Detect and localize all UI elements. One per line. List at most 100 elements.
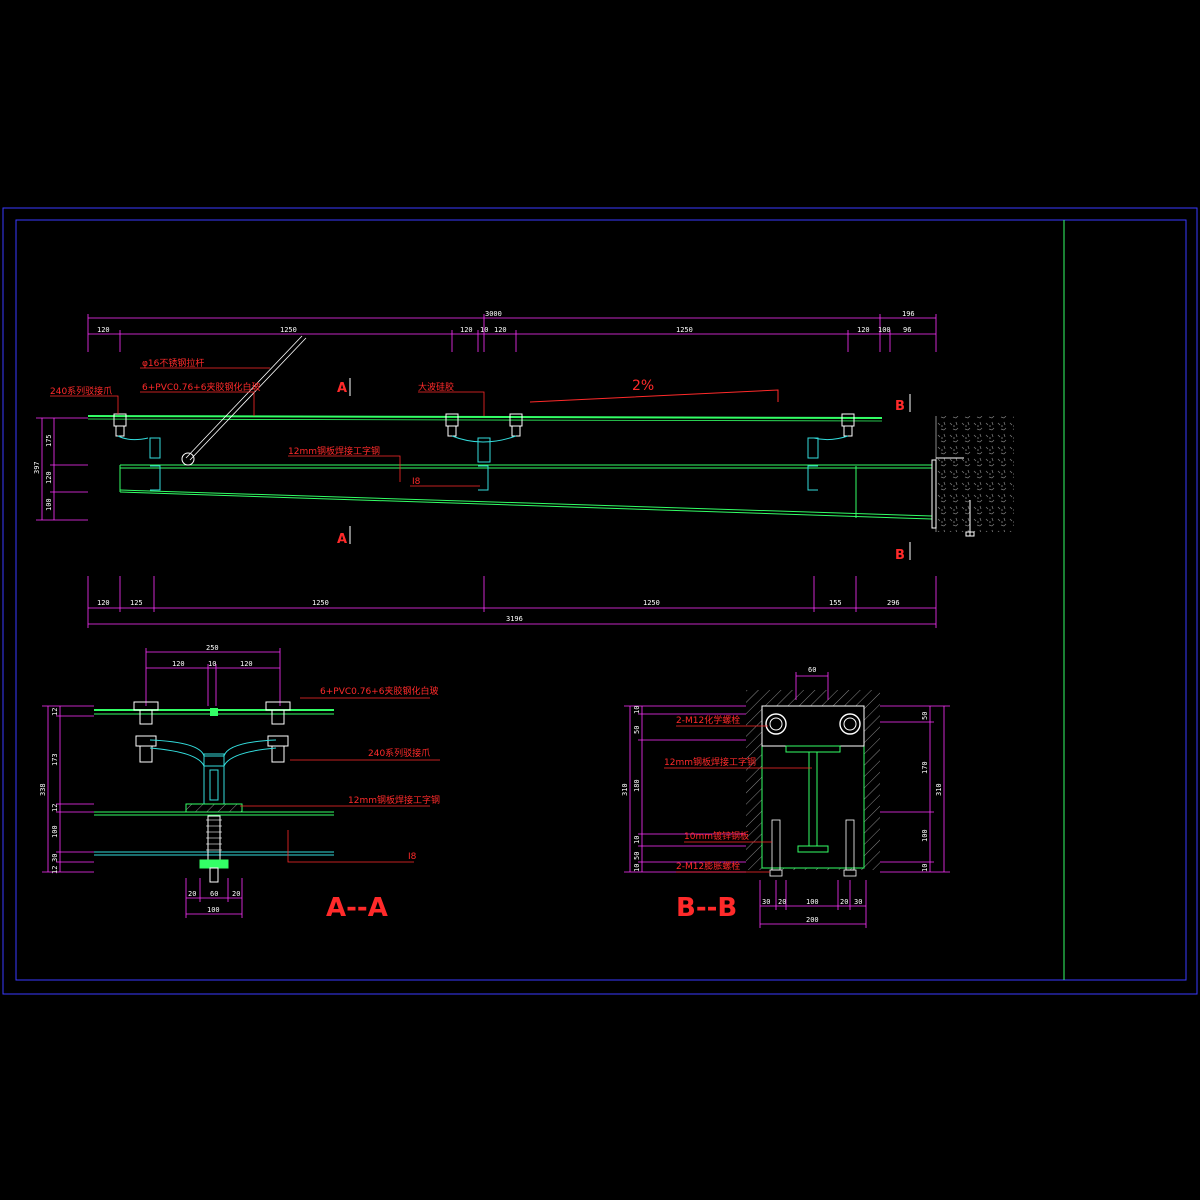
dim-left-total: 397 (33, 461, 41, 474)
bb-label-chem-bolt: 2-M12化学螺栓 (676, 714, 740, 726)
aa-dim-left: 12 (51, 866, 59, 874)
dim-bottom: 1250 (643, 599, 660, 607)
dim-seg: 1250 (280, 326, 297, 334)
label-beam-tag: I8 (412, 477, 421, 487)
bb-dim-right: 170 (921, 761, 929, 774)
section-marker-b: B (895, 548, 905, 563)
bb-left-dims (624, 705, 746, 873)
bb-dim-left: 50 (633, 852, 641, 860)
bb-dim-right-total: 310 (935, 783, 943, 796)
dim-bottom-overall: 3196 (506, 615, 523, 623)
left-dimension-chain (36, 417, 88, 521)
inner-frame (15, 219, 1187, 981)
bb-right-dims (880, 705, 950, 873)
dim-bottom: 1250 (312, 599, 329, 607)
aa-dim-bottom-overall: 100 (207, 906, 220, 914)
dim-seg: 120 (857, 326, 870, 334)
aa-label-beam-tag: I8 (408, 852, 417, 862)
bb-leaders (664, 725, 812, 873)
bb-dim-bottom: 20 (778, 898, 786, 906)
label-beam: 12mm钢板焊接工字钢 (288, 445, 380, 457)
aa-dim-left-total: 338 (39, 783, 47, 796)
aa-leaders (240, 697, 440, 863)
bb-title: B--B (676, 893, 737, 923)
dim-seg: 120 (97, 326, 110, 334)
dim-seg: 1250 (676, 326, 693, 334)
bb-dim-left: 10 (633, 864, 641, 872)
glass-panel (87, 415, 883, 419)
aa-plate (185, 803, 243, 813)
aa-spider (133, 701, 291, 805)
bb-top-dim (795, 672, 829, 700)
aa-dim-left: 12 (51, 804, 59, 812)
bb-label-beam: 12mm钢板焊接工字钢 (664, 756, 756, 768)
aa-dim-left: 30 (51, 854, 59, 862)
bb-label-exp-bolt: 2-M12膨胀螺栓 (676, 860, 740, 872)
section-bb-view: 60 310 10 50 180 10 50 10 (621, 666, 950, 928)
dim-seg: 120 (460, 326, 473, 334)
concrete-wall (936, 416, 1014, 532)
bb-chem-bolt (839, 713, 861, 735)
aa-top-dims (145, 648, 281, 706)
dim-seg: 120 (494, 326, 507, 334)
bb-dim-left-total: 310 (621, 783, 629, 796)
spider-fitting (807, 413, 855, 491)
dim-seg: 10 (480, 326, 488, 334)
i-beam (119, 464, 933, 520)
section-marker-a: A (337, 532, 347, 547)
bb-dim-right: 50 (921, 712, 929, 720)
aa-dim: 120 (172, 660, 185, 668)
bb-dim-right: 100 (921, 829, 929, 842)
bb-chem-bolt (765, 713, 787, 735)
dim-overall: 3000 (485, 310, 502, 318)
aa-thread (206, 819, 222, 851)
aa-dim: 120 (240, 660, 253, 668)
bb-dim-left: 10 (633, 706, 641, 714)
aa-bottom-dims (185, 878, 243, 918)
bb-dim-bottom-overall: 200 (806, 916, 819, 924)
aa-label-glass: 6+PVC0.76+6夹胶钢化白玻 (320, 685, 438, 697)
label-rod: φ16不锈钢拉杆 (142, 357, 204, 369)
bb-dim-left: 10 (633, 836, 641, 844)
spider-fitting (445, 413, 523, 491)
aa-dim-bottom: 60 (210, 890, 218, 898)
dim-bottom: 120 (97, 599, 110, 607)
aa-label-beam: 12mm钢板焊接工字钢 (348, 794, 440, 806)
section-aa-view: 250 120 10 120 (39, 644, 440, 923)
bb-dim-bottom: 20 (840, 898, 848, 906)
spider-fitting (113, 413, 161, 491)
dim-overall-right: 196 (902, 310, 915, 318)
dim-seg: 100 (878, 326, 891, 334)
aa-label-spider: 240系列驳接爪 (368, 747, 430, 759)
dim-bottom: 155 (829, 599, 842, 607)
bb-dim-bottom: 100 (806, 898, 819, 906)
label-spider: 240系列驳接爪 (50, 385, 112, 397)
dim-seg: 96 (903, 326, 911, 334)
label-glass: 6+PVC0.76+6夹胶钢化白玻 (142, 381, 260, 393)
bb-dim-bottom: 30 (854, 898, 862, 906)
aa-dim-left: 173 (51, 753, 59, 766)
dim-left: 175 (45, 434, 53, 447)
aa-dim-overall: 250 (206, 644, 219, 652)
bb-dim-top: 60 (808, 666, 816, 674)
bb-i-beam (785, 745, 841, 853)
slope-text: 2% (632, 378, 654, 394)
bb-exp-bolt (769, 819, 857, 877)
dim-bottom: 125 (130, 599, 143, 607)
aa-title: A--A (326, 893, 388, 923)
tension-rod (185, 335, 303, 459)
bb-dim-right: 10 (921, 864, 929, 872)
leaders (50, 367, 485, 482)
bb-bottom-dims (759, 880, 867, 928)
aa-beam (94, 811, 334, 883)
aa-dim-left: 12 (51, 708, 59, 716)
dim-left: 120 (45, 471, 53, 484)
bottom-dimension-chain (87, 576, 937, 628)
elevation-view: 3000 196 120 1250 120 10 120 1250 120 10… (33, 310, 1014, 628)
aa-left-dims (42, 705, 94, 873)
bb-label-plate: 10mm镀锌钢板 (684, 830, 749, 842)
section-marker-a: A (337, 381, 347, 396)
aa-dim-bottom: 20 (232, 890, 240, 898)
section-marker-b: B (895, 399, 905, 414)
